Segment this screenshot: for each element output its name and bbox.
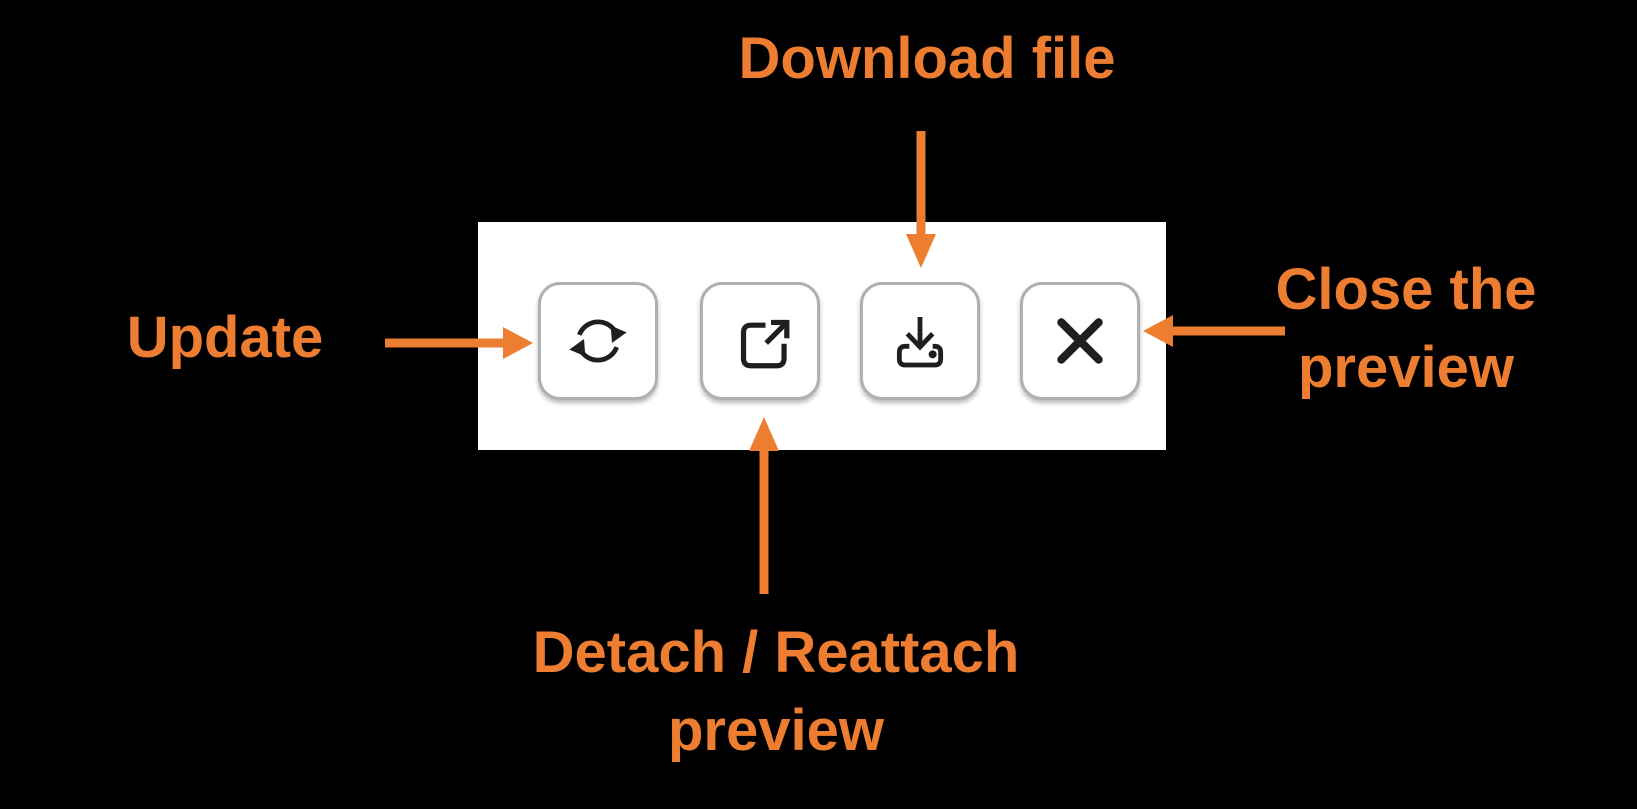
download-icon <box>896 317 944 368</box>
detach-reattach-button[interactable] <box>700 282 820 400</box>
close-label: Close the preview <box>1206 251 1606 407</box>
refresh-icon <box>569 319 627 363</box>
detach-label-line1: Detach / Reattach <box>532 620 1020 685</box>
external-link-icon <box>740 319 790 369</box>
update-arrow <box>385 327 533 359</box>
detach-label: Detach / Reattach preview <box>526 614 1026 770</box>
preview-toolbar-panel <box>478 222 1166 450</box>
update-button[interactable] <box>538 282 658 400</box>
close-button[interactable] <box>1020 282 1140 400</box>
detach-arrow <box>749 417 779 594</box>
update-label: Update <box>126 305 324 370</box>
download-arrow <box>906 131 936 268</box>
download-label: Download file <box>738 26 1116 91</box>
download-button[interactable] <box>860 282 980 400</box>
close-arrow <box>1143 315 1285 347</box>
close-icon <box>1057 318 1103 364</box>
close-label-line1: Close the <box>1275 257 1537 322</box>
close-label-line2: preview <box>1298 335 1514 400</box>
detach-label-line2: preview <box>668 698 884 763</box>
